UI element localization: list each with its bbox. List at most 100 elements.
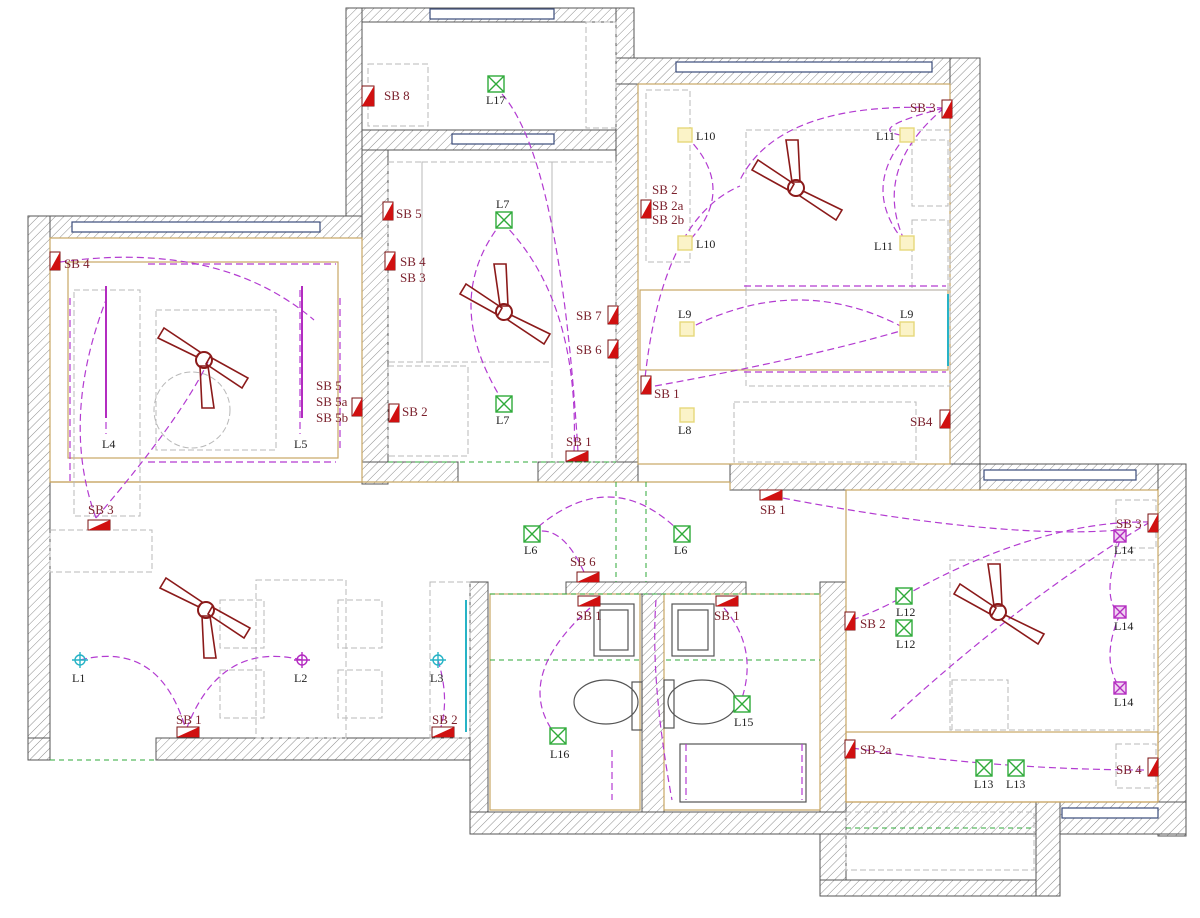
led-strips bbox=[105, 286, 303, 418]
light-l10-icon bbox=[677, 127, 693, 143]
label-sb1-mb: SB 1 bbox=[760, 502, 786, 517]
light-l2-icon bbox=[294, 652, 310, 668]
switch-icon bbox=[87, 519, 111, 531]
switch-icon bbox=[715, 595, 739, 607]
room-outlines bbox=[49, 83, 1159, 811]
label-l10: L10 bbox=[696, 129, 715, 143]
label-l14: L14 bbox=[1114, 619, 1133, 633]
label-l9: L9 bbox=[900, 307, 913, 321]
label-sb2a-mb: SB 2a bbox=[860, 742, 892, 757]
switch-icon bbox=[361, 85, 375, 107]
label-l4: L4 bbox=[102, 437, 115, 451]
light-l16-icon bbox=[549, 727, 567, 745]
label-sb1-liv: SB 1 bbox=[176, 712, 202, 727]
label-l7: L7 bbox=[496, 197, 509, 211]
wiring bbox=[59, 93, 1151, 801]
fan-icon bbox=[459, 263, 551, 345]
light-l14-icon bbox=[1113, 681, 1127, 695]
light-l13-icon bbox=[975, 759, 993, 777]
label-sb3-mb: SB 3 bbox=[1116, 516, 1142, 531]
light-l12-icon bbox=[895, 619, 913, 637]
light-l3-icon bbox=[430, 652, 446, 668]
label-sb3-br: SB 3 bbox=[910, 100, 936, 115]
switch-icon bbox=[576, 571, 600, 583]
label-l1: L1 bbox=[72, 671, 85, 685]
label-l13: L13 bbox=[1006, 777, 1025, 791]
label-l13: L13 bbox=[974, 777, 993, 791]
switch-icon bbox=[759, 489, 783, 501]
label-sb3-liv: SB 3 bbox=[88, 502, 114, 517]
label-l3: L3 bbox=[430, 671, 443, 685]
switch-icon bbox=[351, 397, 363, 417]
light-l14-icon bbox=[1113, 605, 1127, 619]
light-l6-icon bbox=[673, 525, 691, 543]
label-l12: L12 bbox=[896, 605, 915, 619]
fan-icon bbox=[157, 327, 249, 409]
switch-icon bbox=[384, 251, 396, 271]
lights-yellow bbox=[677, 127, 915, 423]
light-l10-icon bbox=[677, 235, 693, 251]
switch-icon bbox=[431, 726, 455, 738]
fan-icon bbox=[953, 563, 1045, 645]
label-sb5b: SB 5b bbox=[316, 410, 348, 425]
label-l5: L5 bbox=[294, 437, 307, 451]
switch-icon bbox=[1147, 513, 1159, 533]
fan-icon bbox=[159, 577, 251, 659]
light-l9-icon bbox=[899, 321, 915, 337]
lights-cyan bbox=[72, 652, 446, 668]
label-sb6-hall: SB 6 bbox=[570, 554, 596, 569]
label-l12: L12 bbox=[896, 637, 915, 651]
label-sb1-corr: SB 1 bbox=[566, 434, 592, 449]
label-sb2-mb: SB 2 bbox=[860, 616, 886, 631]
switch-icon bbox=[382, 201, 394, 221]
label-sb5a: SB 5a bbox=[316, 394, 348, 409]
label-l10: L10 bbox=[696, 237, 715, 251]
label-sb2a-br: SB 2a bbox=[652, 198, 684, 213]
label-sb1-br: SB 1 bbox=[654, 386, 680, 401]
label-l14: L14 bbox=[1114, 543, 1133, 557]
lights-green bbox=[487, 75, 1025, 777]
label-sb2-corr: SB 2 bbox=[402, 404, 428, 419]
switch-icon bbox=[565, 450, 589, 462]
fan-icon bbox=[751, 139, 843, 221]
light-l11-icon bbox=[899, 127, 915, 143]
label-sb4-corr: SB 4 bbox=[400, 254, 426, 269]
label-sb2-liv: SB 2 bbox=[432, 712, 458, 727]
label-l9: L9 bbox=[678, 307, 691, 321]
switch-icon bbox=[49, 251, 61, 271]
label-l14: L14 bbox=[1114, 695, 1133, 709]
label-sb3-corr: SB 3 bbox=[400, 270, 426, 285]
light-l1-icon bbox=[72, 652, 88, 668]
labels: SB 8 L17 L10 L10 L11 L11 SB 3 SB 2 SB 2a… bbox=[64, 88, 1142, 791]
ceiling-boundaries bbox=[50, 461, 1034, 829]
label-l8: L8 bbox=[678, 423, 691, 437]
bathroom-fixtures bbox=[573, 603, 807, 803]
switch-icon bbox=[844, 611, 856, 631]
label-sb4-br: SB4 bbox=[910, 414, 933, 429]
label-sb1-wc2: SB 1 bbox=[714, 608, 740, 623]
light-l7-icon bbox=[495, 211, 513, 229]
switch-icon bbox=[176, 726, 200, 738]
switch-icon bbox=[640, 199, 652, 219]
switch-icon bbox=[577, 595, 601, 607]
label-sb4-mb: SB 4 bbox=[1116, 762, 1142, 777]
furniture bbox=[49, 21, 1157, 871]
switch-icon bbox=[844, 739, 856, 759]
label-sb1-wc1: SB 1 bbox=[576, 608, 602, 623]
switch-icon bbox=[939, 409, 951, 429]
label-l2: L2 bbox=[294, 671, 307, 685]
label-l16: L16 bbox=[550, 747, 569, 761]
light-l14-icon bbox=[1113, 529, 1127, 543]
switches bbox=[49, 85, 1159, 777]
light-l11-icon bbox=[899, 235, 915, 251]
switch-icon bbox=[1147, 757, 1159, 777]
label-l15: L15 bbox=[734, 715, 753, 729]
light-l6-icon bbox=[523, 525, 541, 543]
door-lines bbox=[465, 294, 949, 732]
switch-icon bbox=[941, 99, 953, 119]
label-sb6: SB 6 bbox=[576, 342, 602, 357]
label-l7: L7 bbox=[496, 413, 509, 427]
label-l11: L11 bbox=[876, 129, 895, 143]
switch-icon bbox=[388, 403, 400, 423]
